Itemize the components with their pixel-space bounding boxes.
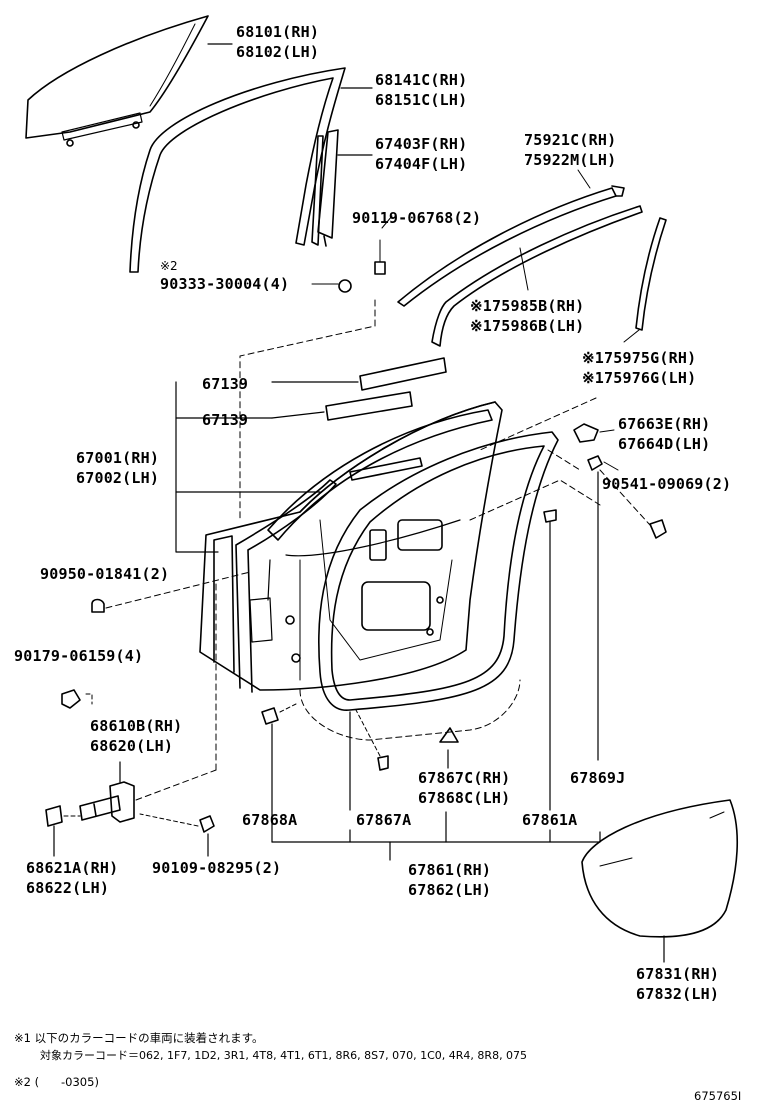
door-hinge <box>79 781 135 823</box>
label-67832: 67832(LH) <box>636 985 720 1003</box>
weatherstrip-67139-upper <box>359 357 447 391</box>
belt-molding-75985b <box>431 205 643 347</box>
clip-67861a <box>543 509 557 523</box>
label-75986b: ※175986B(LH) <box>470 317 585 335</box>
clip-67867a <box>377 755 389 771</box>
label-90333: 90333-30004(4) <box>160 275 290 293</box>
bolt-90119 <box>374 239 386 275</box>
label-67868c: 67868C(LH) <box>418 789 511 807</box>
label-68622: 68622(LH) <box>26 879 110 897</box>
label-67139-lower: 67139 <box>202 411 249 429</box>
label-67862: 67862(LH) <box>408 881 492 899</box>
door-glass <box>25 15 209 147</box>
label-67867c: 67867C(RH) <box>418 769 511 787</box>
label-90541: 90541-09069(2) <box>602 475 732 493</box>
label-67861a: 67861A <box>522 811 578 829</box>
label-68620: 68620(LH) <box>90 737 174 755</box>
label-68621a: 68621A(RH) <box>26 859 119 877</box>
label-68610b: 68610B(RH) <box>90 717 183 735</box>
label-68141c: 68141C(RH) <box>375 71 468 89</box>
label-90109: 90109-08295(2) <box>152 859 282 877</box>
label-68101: 68101(RH) <box>236 23 320 41</box>
service-hole-cover <box>581 799 738 938</box>
label-90179: 90179-06159(4) <box>14 647 144 665</box>
glass-run-channel <box>129 67 346 273</box>
hinge-bushing <box>45 805 63 827</box>
label-75975g: ※175975G(RH) <box>582 349 697 367</box>
label-67831: 67831(RH) <box>636 965 720 983</box>
label-67663e: 67663E(RH) <box>618 415 711 433</box>
label-67404f: 67404F(LH) <box>375 155 468 173</box>
belt-molding-75975g <box>635 217 667 331</box>
label-67664d: 67664D(LH) <box>618 435 711 453</box>
grommet-90333 <box>338 279 352 293</box>
clip-67868a <box>261 707 279 725</box>
label-75985b: ※175985B(RH) <box>470 297 585 315</box>
clip-90950 <box>91 598 105 613</box>
door-weatherstrip <box>318 431 559 711</box>
label-67002: 67002(LH) <box>76 469 160 487</box>
label-68102: 68102(LH) <box>236 43 320 61</box>
nut-90541 <box>587 455 667 539</box>
clip-67663e <box>573 423 599 443</box>
label-90950: 90950-01841(2) <box>40 565 170 583</box>
label-67861: 67861(RH) <box>408 861 492 879</box>
label-67867a: 67867A <box>356 811 412 829</box>
footnote-1-color-codes: 対象カラーコード＝062, 1F7, 1D2, 3R1, 4T8, 4T1, 6… <box>40 1049 528 1062</box>
label-90119: 90119-06768(2) <box>352 209 482 227</box>
label-67001: 67001(RH) <box>76 449 160 467</box>
label-68151c: 68151C(LH) <box>375 91 468 109</box>
label-75922m: 75922M(LH) <box>524 151 617 169</box>
bolt-90109 <box>199 815 215 833</box>
division-bar <box>311 129 339 247</box>
window-frame-molding <box>397 185 625 307</box>
footnote-1: ※1 以下のカラーコードの車両に装着されます。 <box>14 1031 264 1045</box>
clip-67867c <box>439 727 459 743</box>
label-67403f: 67403F(RH) <box>375 135 468 153</box>
door-panel <box>199 401 503 693</box>
label-75921c: 75921C(RH) <box>524 131 617 149</box>
label-75976g: ※175976G(LH) <box>582 369 697 387</box>
label-67869j: 67869J <box>570 769 626 787</box>
label-mark2: ※2 <box>160 259 178 273</box>
figure-id: 675765I <box>694 1089 742 1103</box>
bolt-90179 <box>61 689 81 709</box>
label-67868a: 67868A <box>242 811 298 829</box>
label-67139-upper: 67139 <box>202 375 249 393</box>
weatherstrip-67139-lower <box>325 391 413 421</box>
footnote-2: ※2 ( -0305) <box>14 1075 99 1089</box>
